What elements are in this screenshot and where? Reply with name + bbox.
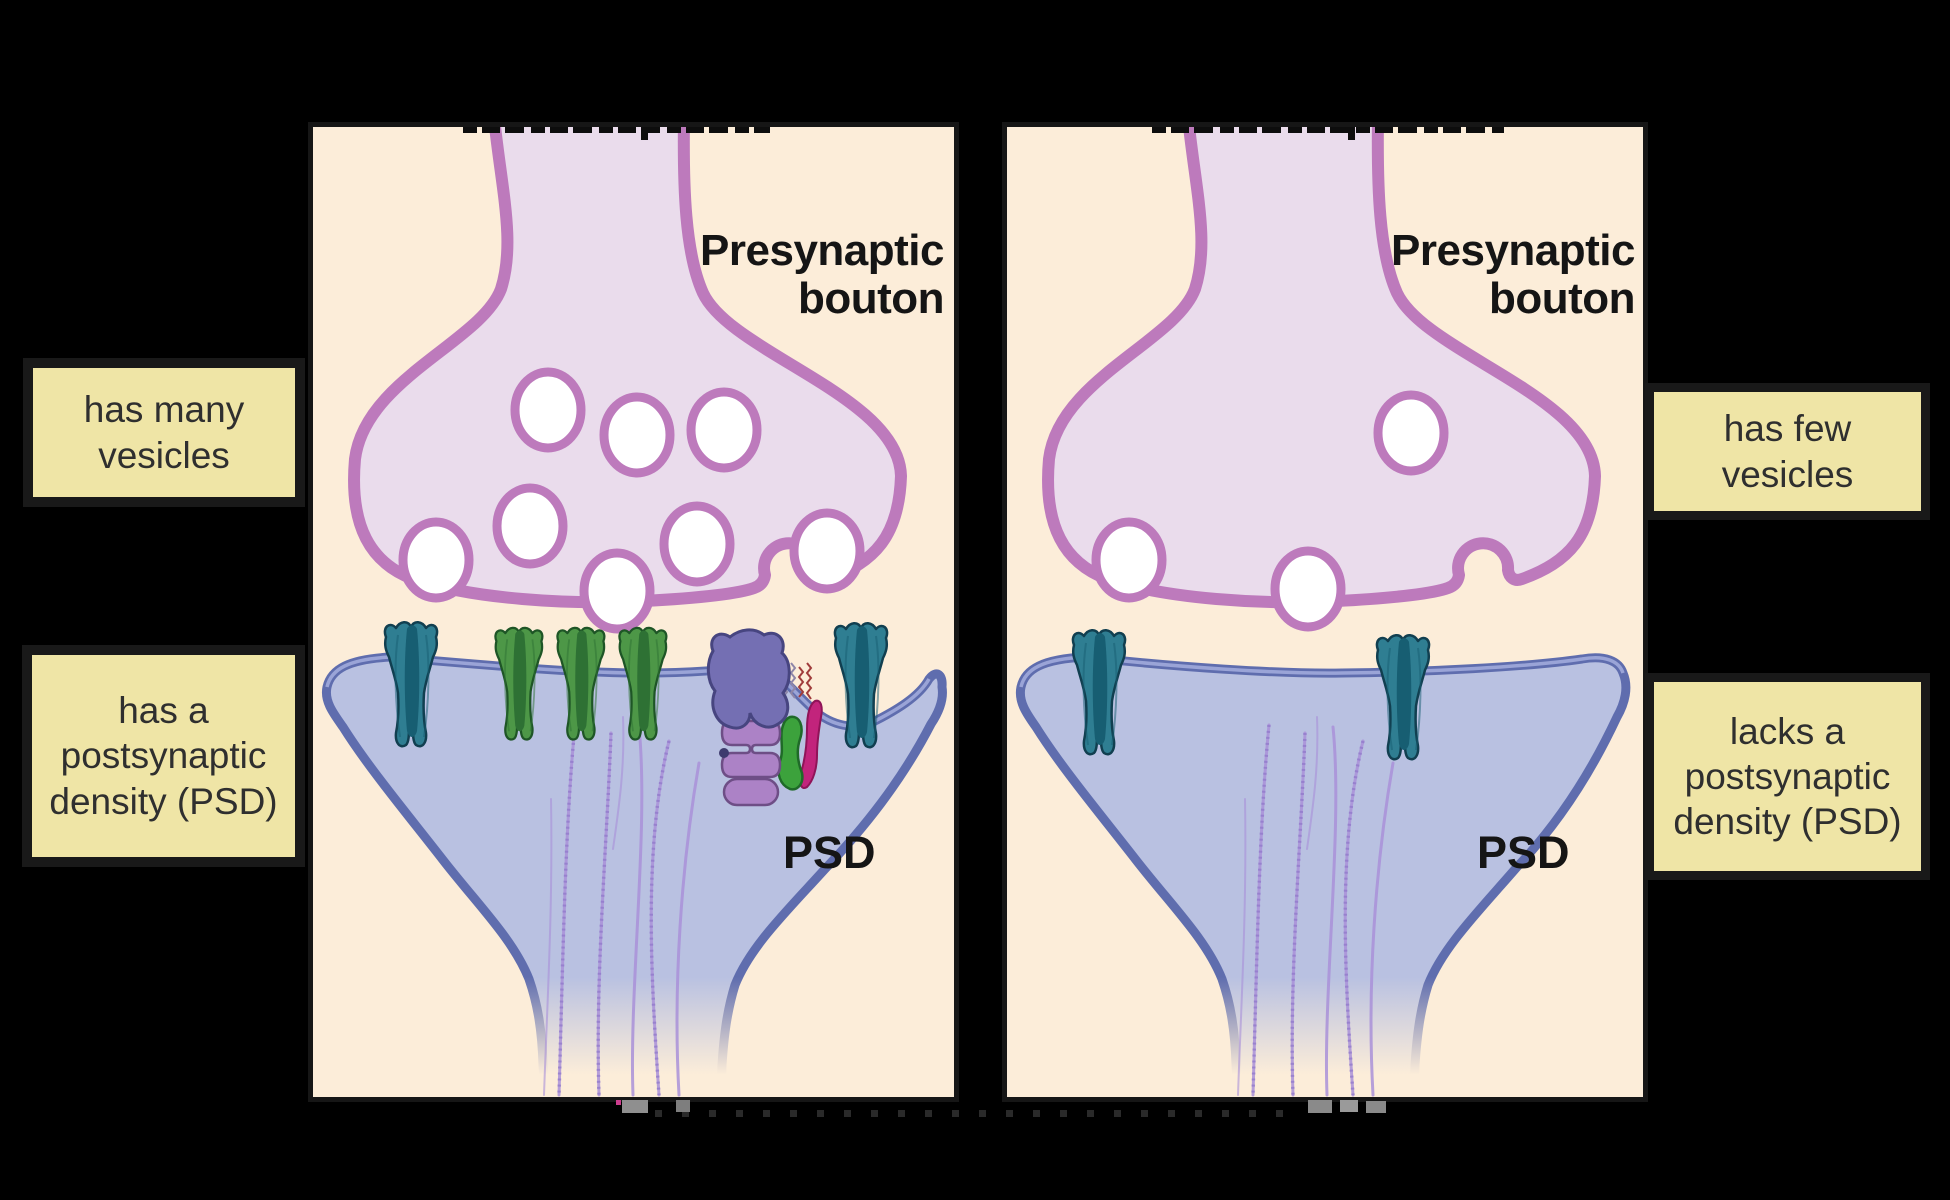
actin-filaments (543, 716, 701, 1097)
vesicle (398, 517, 474, 603)
callout-has-psd: has a postsynaptic density (PSD) (22, 645, 305, 867)
cutoff-title-glyphs (1152, 127, 1504, 140)
actin-filaments (1237, 716, 1395, 1097)
vesicle (579, 548, 655, 634)
callout-lacks-psd: lacks a postsynaptic density (PSD) (1645, 673, 1930, 880)
vesicle (659, 501, 735, 587)
presynaptic-bouton-shape (1042, 127, 1601, 632)
small-protein-dot (719, 748, 729, 758)
callout-has-few-vesicles: has few vesicles (1645, 383, 1930, 520)
presynaptic-bouton-shape (348, 127, 907, 634)
vesicle (686, 387, 762, 473)
presynaptic-bouton-label: Presynaptic bouton (700, 226, 944, 323)
vesicle (492, 483, 568, 569)
filament-end-artifact (1340, 1100, 1358, 1112)
enzyme-protein (777, 715, 804, 791)
scaffold-protein-complex (706, 628, 823, 807)
filament-end-artifact (676, 1100, 690, 1112)
cutoff-title-glyphs (463, 127, 770, 140)
scaffold-stack (720, 719, 782, 807)
vesicle (789, 508, 865, 594)
postsynaptic-spine-shape (1015, 652, 1631, 1097)
filament-end-artifact (616, 1100, 621, 1105)
bottom-fade (1147, 977, 1527, 1097)
membrane-receptor-blob (706, 628, 791, 730)
callout-has-many-vesicles: has many vesicles (23, 358, 305, 507)
vesicle (1373, 390, 1449, 476)
synaptic-vesicles (1091, 390, 1449, 632)
vesicle (1270, 546, 1346, 632)
vesicle (599, 392, 675, 478)
bottom-fade (453, 977, 833, 1097)
panel-synapse-with-psd: Presynaptic bouton PSD (308, 122, 959, 1102)
vesicle (510, 367, 586, 453)
filament-end-artifact (622, 1100, 648, 1113)
psd-label: PSD (1477, 827, 1570, 878)
synaptic-vesicles (398, 367, 865, 634)
cutoff-watermark-dots (655, 1110, 1295, 1117)
adaptor-protein (799, 699, 823, 789)
presynaptic-bouton-label: Presynaptic bouton (1391, 226, 1635, 323)
filament-end-artifact (1308, 1100, 1332, 1113)
filament-end-artifact (1366, 1101, 1386, 1113)
psd-label: PSD (783, 827, 876, 878)
vesicle (1091, 517, 1167, 603)
panel-synapse-without-psd: Presynaptic bouton PSD (1002, 122, 1648, 1102)
